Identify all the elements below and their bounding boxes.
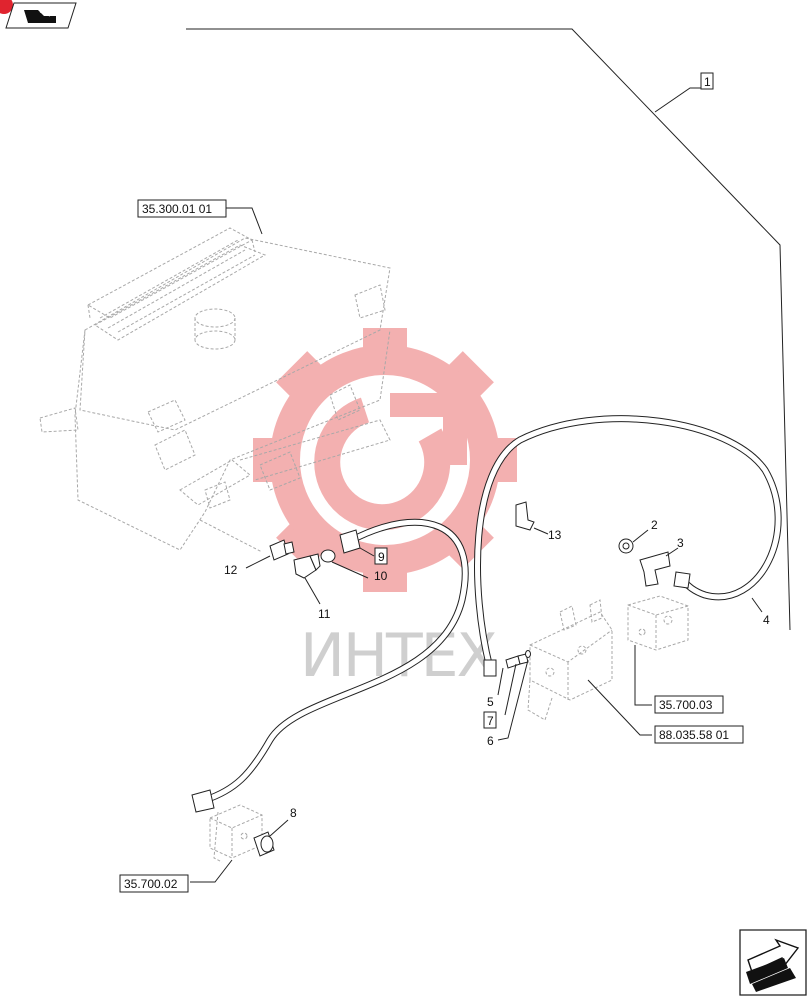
leader-callout-1b: [654, 87, 702, 113]
leader-valve-ref: [634, 645, 652, 706]
callout-12[interactable]: 12: [224, 563, 238, 577]
callout-2[interactable]: 2: [651, 518, 658, 532]
ref-block-label: 88.035.58 01: [659, 728, 729, 742]
hose-a: [191, 518, 469, 813]
leader-11: [304, 577, 321, 605]
valve-block-ghost: [627, 595, 689, 651]
leader-tank-ref: [226, 207, 263, 235]
elbow-11: [293, 553, 321, 579]
leader-9: [359, 547, 375, 557]
leader-12: [245, 555, 271, 569]
callout-9[interactable]: 9: [374, 547, 388, 565]
callout-8[interactable]: 8: [290, 806, 297, 820]
oring-6: [525, 650, 531, 658]
leader-callout-1: [186, 28, 791, 631]
ref-tank[interactable]: 35.300.01 01: [137, 199, 227, 218]
ref-tank-label: 35.300.01 01: [142, 202, 212, 216]
fitting-5: [505, 653, 529, 669]
ref-block[interactable]: 88.035.58 01: [654, 725, 744, 744]
next-page-arrow-icon[interactable]: [739, 929, 807, 996]
callout-5[interactable]: 5: [487, 695, 494, 709]
oring-10: [320, 549, 336, 563]
callout-11[interactable]: 11: [318, 607, 331, 621]
callout-7-label: 7: [487, 714, 494, 728]
callout-4[interactable]: 4: [763, 613, 770, 627]
leader-8: [269, 819, 289, 837]
watermark-text: ИНТЕХ: [300, 621, 497, 691]
book-nav-icon[interactable]: [0, 0, 77, 29]
callout-6[interactable]: 6: [487, 734, 494, 748]
watermark-gear-icon: [253, 328, 517, 592]
leader-3: [665, 547, 679, 557]
tee-3: [639, 551, 671, 587]
clip-13: [515, 501, 535, 531]
fitting-2: [618, 538, 634, 554]
hose-b: [474, 415, 782, 677]
callout-1[interactable]: 1: [700, 72, 714, 90]
callout-13[interactable]: 13: [548, 528, 562, 542]
ref-valve[interactable]: 35.700.03: [654, 695, 724, 714]
leader-5: [497, 667, 504, 696]
nav-dot: [0, 0, 13, 14]
control-block-ghost: [527, 599, 613, 721]
callout-1-label: 1: [704, 75, 711, 89]
fitting-12: [269, 539, 295, 561]
leader-10: [331, 561, 369, 579]
bottom-block-ghost: [209, 804, 263, 863]
leader-7: [504, 663, 517, 716]
leader-bottom-ref: [190, 859, 233, 883]
callout-9-label: 9: [378, 550, 385, 564]
leader-2: [632, 529, 649, 543]
ref-bottom[interactable]: 35.700.02: [119, 874, 189, 893]
leader-6: [497, 659, 529, 741]
leader-13: [533, 527, 549, 535]
ref-valve-label: 35.700.03: [659, 698, 713, 712]
leader-block-ref: [587, 679, 652, 736]
leader-4: [751, 597, 763, 613]
callout-7[interactable]: 7: [483, 711, 497, 729]
tank-ghost: [39, 227, 391, 553]
callout-3[interactable]: 3: [677, 536, 684, 550]
plug-8: [253, 831, 275, 857]
callout-10[interactable]: 10: [374, 569, 388, 583]
ref-bottom-label: 35.700.02: [124, 877, 178, 891]
